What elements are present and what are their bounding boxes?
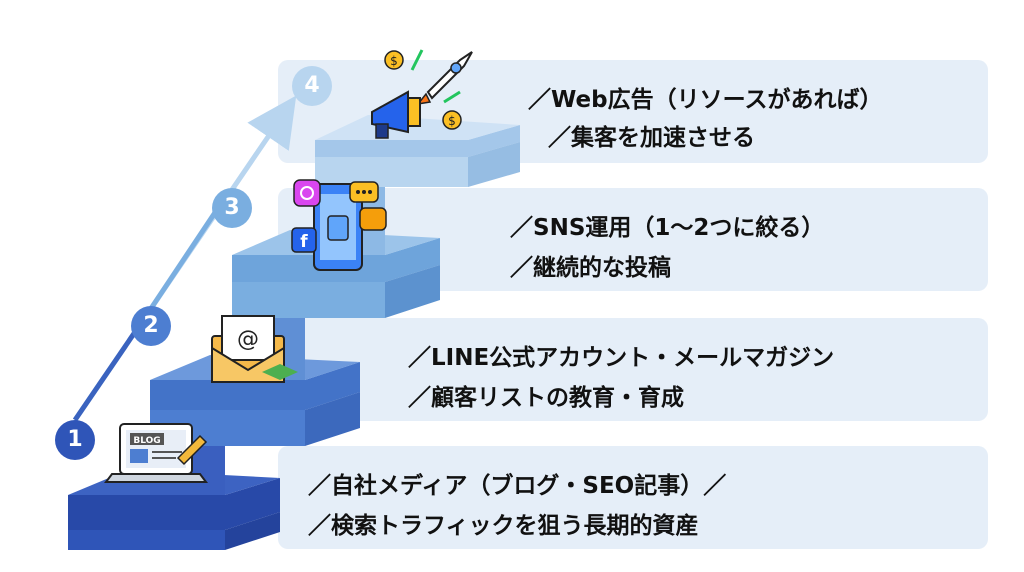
svg-text:$: $ — [390, 54, 398, 68]
step-1-line1: ／自社メディア（ブログ・SEO記事）／ — [308, 473, 727, 499]
step-4-block — [315, 115, 520, 187]
step-4-line2: ／集客を加速させる — [548, 125, 755, 151]
step-3-line2: ／継続的な投稿 — [510, 255, 671, 281]
step-1-line2: ／検索トラフィックを狙う長期的資産 — [308, 513, 699, 539]
step-3-number: 3 — [212, 188, 252, 228]
step-2-line2: ／顧客リストの教育・育成 — [408, 385, 684, 411]
blog-laptop-icon: BLOG — [104, 423, 208, 483]
svg-text:f: f — [300, 232, 308, 252]
step-1-box: ／自社メディア（ブログ・SEO記事）／ ／検索トラフィックを狙う長期的資産 — [278, 446, 988, 549]
step-4-number: 4 — [292, 66, 332, 106]
email-envelope-icon: @ — [211, 315, 298, 383]
svg-text:@: @ — [237, 327, 259, 352]
svg-text:BLOG: BLOG — [133, 436, 160, 446]
rocket-megaphone-icon: $ $ — [371, 49, 473, 139]
step-2-box: ／LINE公式アカウント・メールマガジン ／顧客リストの教育・育成 — [278, 318, 988, 421]
step-2-line1: ／LINE公式アカウント・メールマガジン — [408, 345, 835, 371]
step-2-number: 2 — [131, 306, 171, 346]
step-1-number: 1 — [55, 420, 95, 460]
sns-smartphone-icon: f — [291, 179, 387, 271]
step-3-line1: ／SNS運用（1〜2つに絞る） — [510, 215, 825, 241]
svg-text:$: $ — [448, 114, 456, 128]
step-4-line1: ／Web広告（リソースがあれば） — [528, 87, 883, 113]
